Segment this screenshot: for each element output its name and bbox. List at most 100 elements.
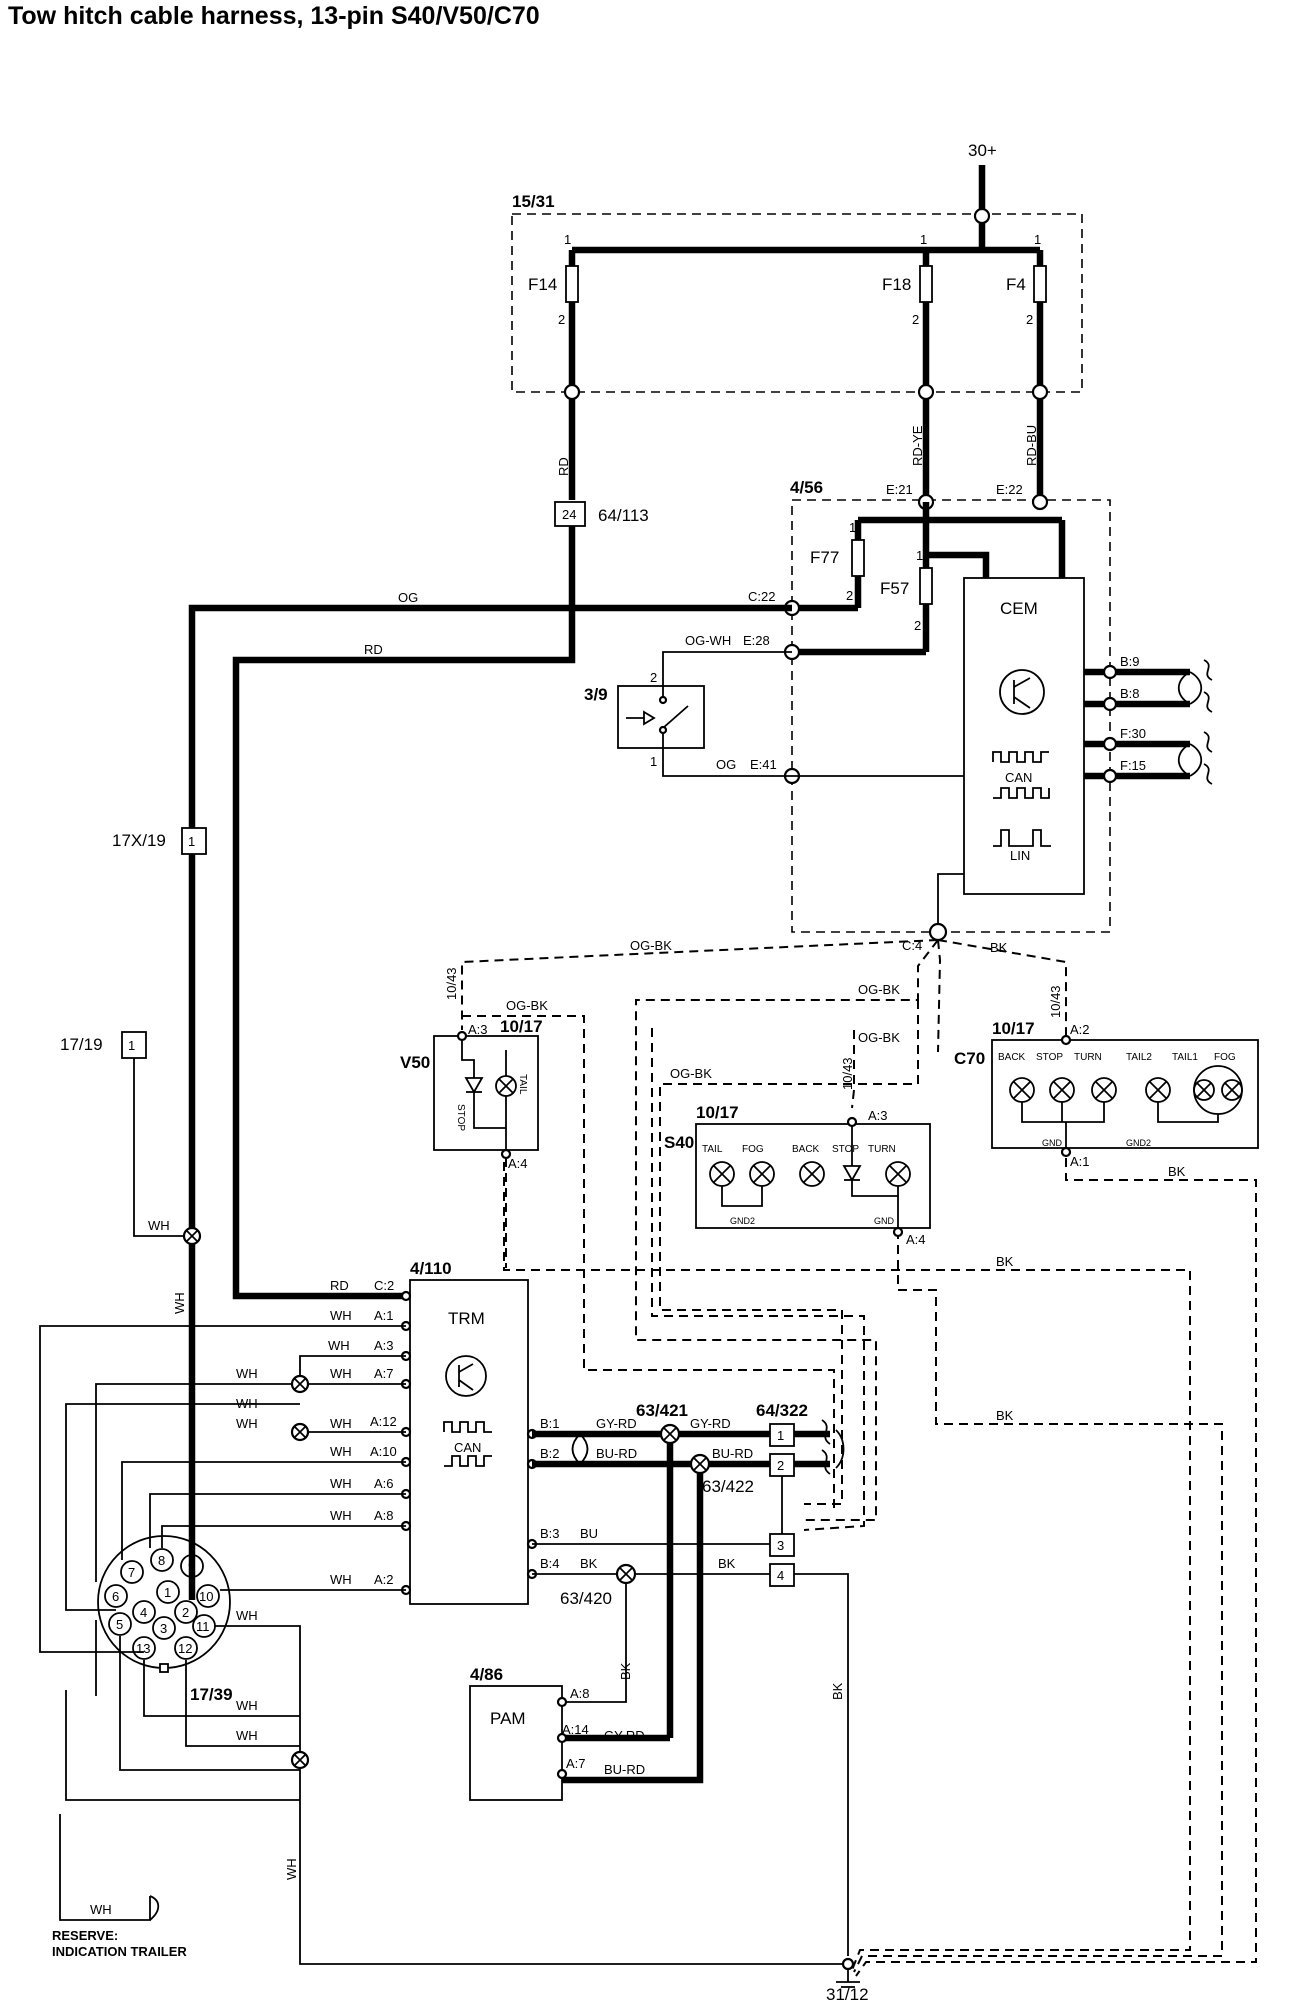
svg-text:7: 7: [128, 1565, 135, 1580]
cem-c4-dot: [928, 922, 948, 942]
fusebox-pin-dot: [1031, 383, 1049, 401]
svg-text:B:3: B:3: [540, 1526, 560, 1541]
lamp-s40-bulbs: [709, 1124, 911, 1228]
svg-text:10: 10: [199, 1589, 213, 1604]
svg-text:LIN: LIN: [1010, 848, 1030, 863]
switch-bottom-wire: [662, 758, 792, 777]
svg-text:2: 2: [182, 1605, 189, 1620]
fusebox-pin-dot: [563, 383, 581, 401]
wire-color-label: GY-RD: [596, 1416, 637, 1431]
svg-text:63/421: 63/421: [636, 1401, 688, 1420]
lamp-s40: 10/17 S40 A:3 A:4 TAIL FOG BACK STOP TUR…: [664, 1103, 931, 1247]
wire-color-label: OG-BK: [858, 1030, 900, 1045]
cem-box-outline: [791, 499, 1111, 933]
wire-color-label: BU: [580, 1526, 598, 1541]
cem-pin-dot: [1102, 664, 1118, 680]
svg-text:A:7: A:7: [374, 1366, 394, 1381]
fuse-f57: F57 1 2: [880, 548, 933, 633]
svg-text:A:12: A:12: [370, 1414, 397, 1429]
trm-module: 4/110 TRM CAN: [409, 1259, 529, 1605]
svg-text:WH: WH: [236, 1698, 258, 1713]
svg-text:TRM: TRM: [448, 1309, 485, 1328]
splice-wh: [290, 1422, 310, 1442]
variant-label: 10/43: [840, 1057, 855, 1090]
svg-text:10/17: 10/17: [696, 1103, 739, 1122]
cem-pin-dot: [1102, 768, 1118, 784]
svg-text:A:2: A:2: [374, 1572, 394, 1587]
svg-text:A:10: A:10: [370, 1444, 397, 1459]
fuse-f77: F77 1 2: [810, 520, 865, 603]
svg-text:GND2: GND2: [1126, 1138, 1151, 1148]
lamp-pin-dot: [1060, 1146, 1072, 1158]
svg-text:TAIL: TAIL: [517, 1074, 528, 1095]
wire-color-label: BU-RD: [712, 1446, 753, 1461]
svg-text:A:4: A:4: [508, 1156, 528, 1171]
variant-label: 10/43: [1048, 985, 1063, 1018]
wire-color-label: OG: [716, 757, 736, 772]
trm-left-pins: C:2 A:1 A:3 A:7 A:12 A:10 A:6 A:8 A:2: [370, 1278, 412, 1596]
cem-c4-wire: [937, 873, 964, 928]
svg-text:A:6: A:6: [374, 1476, 394, 1491]
svg-text:WH: WH: [330, 1476, 352, 1491]
svg-text:2: 2: [1026, 312, 1033, 327]
svg-text:TAIL1: TAIL1: [1172, 1052, 1198, 1063]
svg-text:TAIL2: TAIL2: [1126, 1052, 1152, 1063]
wire-color-label: BK: [990, 940, 1008, 955]
reserve-note: RESERVE: INDICATION TRAILER: [52, 1928, 187, 1959]
ground-bk-wire: [794, 1573, 849, 1956]
svg-text:CAN: CAN: [1005, 770, 1032, 785]
svg-text:8: 8: [158, 1553, 165, 1568]
svg-text:1: 1: [916, 548, 923, 563]
splice-wh: [290, 1374, 310, 1394]
wire-color-label: OG-WH: [685, 633, 731, 648]
svg-text:A:14: A:14: [562, 1722, 589, 1737]
fusebox-id: 15/31: [512, 192, 555, 211]
switch-top-wire: [662, 651, 792, 670]
svg-text:3/9: 3/9: [584, 685, 608, 704]
wire-color-label: BK: [580, 1556, 598, 1571]
socket-pins: 1 2 3 4 5 6 7 8 9 10 11 12 13: [104, 1548, 220, 1660]
cem-pin-f15: F:15: [1120, 758, 1146, 773]
wire-color-label: BK: [996, 1408, 1014, 1423]
svg-text:A:4: A:4: [906, 1232, 926, 1247]
svg-text:C:2: C:2: [374, 1278, 394, 1293]
cem-internal-wires: [792, 502, 1066, 656]
svg-text:WH: WH: [330, 1508, 352, 1523]
svg-text:WH: WH: [236, 1416, 258, 1431]
svg-text:64/322: 64/322: [756, 1401, 808, 1420]
svg-text:9: 9: [188, 1559, 195, 1574]
svg-text:17/39: 17/39: [190, 1685, 233, 1704]
connector-64-113: 24 64/113: [554, 501, 649, 527]
svg-text:12: 12: [178, 1641, 192, 1656]
svg-text:A:7: A:7: [566, 1756, 586, 1771]
svg-text:TAIL: TAIL: [702, 1144, 723, 1155]
wire-color-label: GY-RD: [604, 1728, 645, 1743]
svg-text:V50: V50: [400, 1053, 430, 1072]
wire-color-label: BK: [1168, 1164, 1186, 1179]
wire-color-label: OG-BK: [858, 982, 900, 997]
svg-text:63/420: 63/420: [560, 1589, 612, 1608]
svg-text:STOP: STOP: [1036, 1052, 1063, 1063]
fuse-output-wires: [568, 302, 1044, 502]
svg-text:1: 1: [564, 232, 571, 247]
svg-text:2: 2: [912, 312, 919, 327]
svg-text:TURN: TURN: [868, 1144, 896, 1155]
ground-31-12: 31/12: [826, 1957, 869, 2000]
main-harness-wires: [133, 526, 792, 1600]
lamp-v50: 10/17 V50 A:3 A:4 STOP TAIL: [400, 1017, 543, 1171]
cem-pin-e22: E:22: [996, 482, 1023, 497]
svg-text:1: 1: [128, 1038, 135, 1053]
svg-text:WH: WH: [328, 1338, 350, 1353]
lamp-pin-dot: [500, 1148, 512, 1160]
svg-text:GND: GND: [1042, 1138, 1063, 1148]
cem-box-id: 4/56: [790, 478, 823, 497]
svg-text:B:4: B:4: [540, 1556, 560, 1571]
svg-text:2: 2: [777, 1458, 784, 1473]
svg-text:A:1: A:1: [374, 1308, 394, 1323]
svg-text:WH: WH: [330, 1308, 352, 1323]
svg-text:GND2: GND2: [730, 1216, 755, 1226]
trm-right-pins: B:1 B:2 B:3 B:4: [526, 1416, 560, 1580]
svg-text:3: 3: [777, 1538, 784, 1553]
wire-color-label: RD: [364, 642, 383, 657]
